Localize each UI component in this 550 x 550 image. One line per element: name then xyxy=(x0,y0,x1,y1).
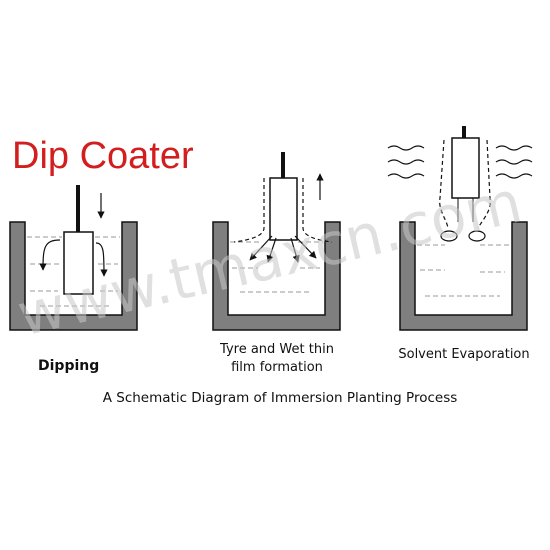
substrate-3 xyxy=(451,137,480,199)
vapour-waves xyxy=(387,145,533,179)
flow-arrow-2-2 xyxy=(266,237,277,263)
liquid-lines-2 xyxy=(230,241,323,293)
flow-arrow-left-1 xyxy=(39,239,61,271)
substrate-2 xyxy=(269,177,298,241)
wet-film-outline xyxy=(233,178,333,243)
flow-arrow-3-2 xyxy=(290,237,300,263)
droplet-right xyxy=(468,230,486,242)
stage-label-dipping: Dipping xyxy=(38,358,99,374)
liquid-lines-3 xyxy=(417,244,510,297)
stage-dipping: Dipping xyxy=(9,185,138,374)
diagram-caption: A Schematic Diagram of Immersion Plantin… xyxy=(103,390,458,406)
tank-1 xyxy=(9,221,138,331)
stage-label-withdrawal-line2: film formation xyxy=(231,360,323,375)
tank-2 xyxy=(212,221,341,331)
evaporating-film-outline xyxy=(439,139,491,229)
stage-label-withdrawal-line1: Tyre and Wet thin xyxy=(219,342,334,357)
tank-3 xyxy=(399,221,528,331)
stage-evaporation: Solvent Evaporation xyxy=(387,126,533,362)
stage-withdrawal: Tyre and Wet thin film formation xyxy=(212,152,341,375)
liquid-lines-1 xyxy=(27,236,120,307)
droplet-left xyxy=(440,230,458,242)
substrate-1 xyxy=(63,231,94,295)
flow-arrow-1-2 xyxy=(249,235,273,261)
flow-arrow-4-2 xyxy=(294,235,317,259)
flow-arrow-right-1 xyxy=(95,242,108,277)
stage-label-evaporation: Solvent Evaporation xyxy=(398,347,529,362)
diagram-title: Dip Coater xyxy=(12,135,194,177)
